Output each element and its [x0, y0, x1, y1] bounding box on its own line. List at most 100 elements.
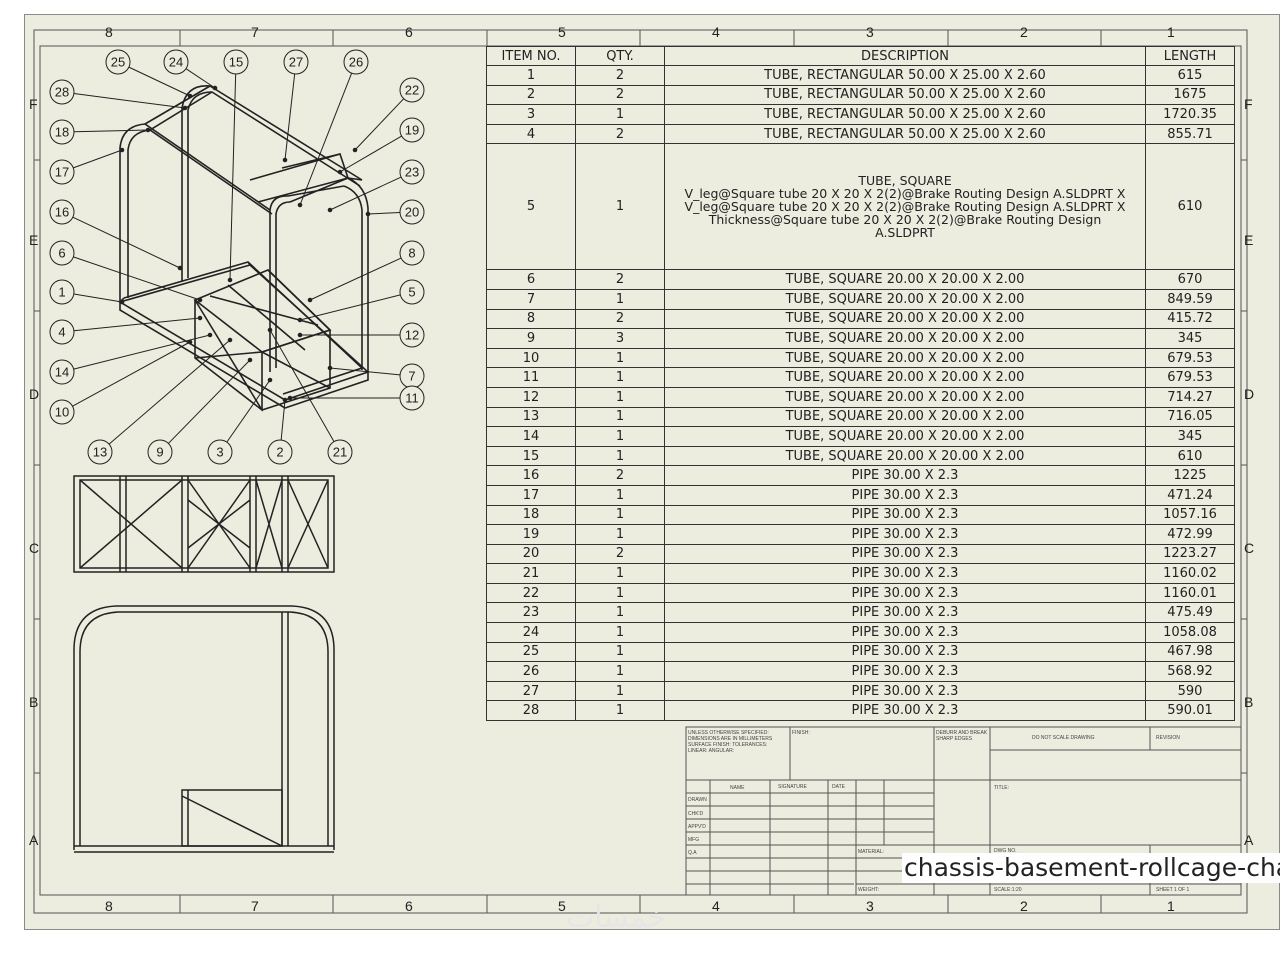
balloon-item-24: 24: [163, 49, 218, 91]
balloon-item-4: 4: [49, 315, 203, 345]
signature-label: SIGNATURE: [778, 784, 807, 790]
bom-qty: 2: [575, 308, 665, 330]
leader-line: [73, 93, 186, 109]
bom-description: PIPE 30.00 X 2.3: [664, 700, 1146, 722]
zone-row-label: E: [1244, 232, 1254, 248]
zone-column-label: 7: [251, 24, 259, 40]
leader-arrowhead: [307, 297, 313, 303]
bom-item-no: 26: [486, 661, 576, 682]
bom-description-line: A.SLDPRT: [875, 225, 935, 241]
general-note: UNLESS OTHERWISE SPECIFIED: DIMENSIONS A…: [688, 730, 773, 754]
leader-line: [226, 379, 271, 443]
leader-arrowhead: [282, 397, 288, 403]
bom-description-line: V_leg@Square tube 20 X 20 X 2(2)@Brake R…: [684, 186, 1126, 202]
chkd-label: CHK'D: [688, 811, 704, 817]
bom-qty: 1: [575, 386, 665, 408]
bom-item-no: 27: [486, 680, 576, 702]
balloon-number: 7: [408, 369, 415, 384]
balloon-circle: [327, 439, 353, 465]
balloon-circle: [49, 79, 75, 105]
dwg-no-label: DWG NO.: [994, 848, 1017, 854]
leader-arrowhead: [197, 315, 203, 321]
bom-item-no: 11: [486, 367, 576, 388]
bom-qty: 1: [575, 445, 665, 467]
balloon-circle: [49, 199, 75, 225]
bom-qty: 1: [575, 563, 665, 584]
zone-column-label: 5: [558, 898, 566, 914]
bom-item-no: 7: [486, 288, 576, 310]
balloon-item-21: 21: [267, 327, 353, 465]
leader-line: [280, 399, 286, 441]
balloon-item-15: 15: [223, 49, 249, 283]
zone-row-label: A: [29, 832, 39, 848]
bom-qty: 1: [575, 406, 665, 428]
zone-column-label: 1: [1167, 898, 1175, 914]
balloon-circle: [399, 385, 425, 411]
bom-header-qty: QTY.: [575, 46, 665, 66]
balloon-circle: [87, 439, 113, 465]
bom-description: TUBE, SQUARE 20.00 X 20.00 X 2.00: [664, 386, 1146, 408]
balloon-number: 27: [289, 55, 303, 70]
leader-arrowhead: [327, 207, 333, 213]
leader-arrowhead: [267, 327, 273, 333]
balloon-number: 12: [405, 328, 419, 343]
bom-item-no: 18: [486, 504, 576, 526]
bom-qty: 1: [575, 347, 665, 369]
balloon-circle: [49, 399, 75, 425]
leader-line: [128, 66, 191, 97]
balloon-number: 11: [405, 391, 419, 406]
zone-column-label: 8: [105, 24, 113, 40]
balloon-item-12: 12: [297, 322, 425, 348]
bom-description: TUBE, SQUARE 20.00 X 20.00 X 2.00: [664, 269, 1146, 290]
balloon-circle: [399, 159, 425, 185]
bom-qty: 1: [575, 288, 665, 310]
leader-line: [168, 359, 251, 444]
bom-item-no: 5: [486, 143, 576, 271]
leader-line: [73, 334, 211, 370]
balloon-number: 26: [349, 55, 363, 70]
bom-item-no: 9: [486, 328, 576, 349]
bom-qty: 1: [575, 661, 665, 682]
bom-qty: 1: [575, 582, 665, 604]
bom-length: 471.24: [1145, 484, 1235, 506]
zone-row-label: E: [29, 232, 39, 248]
balloon-number: 13: [93, 445, 107, 460]
balloon-item-2: 2: [267, 397, 293, 465]
bom-item-no: 24: [486, 622, 576, 643]
leader-line: [339, 135, 402, 173]
leader-line: [73, 293, 123, 303]
bom-item-no: 21: [486, 563, 576, 584]
balloon-item-10: 10: [49, 339, 193, 425]
balloon-item-28: 28: [49, 79, 188, 111]
balloon-item-7: 7: [327, 363, 425, 389]
bom-description: TUBE, RECTANGULAR 50.00 X 25.00 X 2.60: [664, 104, 1146, 125]
bom-length: 1057.16: [1145, 504, 1235, 526]
balloon-item-19: 19: [337, 117, 425, 175]
zone-column-label: 4: [712, 898, 720, 914]
balloon-circle: [49, 359, 75, 385]
balloon-item-25: 25: [105, 49, 193, 99]
bom-qty: 2: [575, 65, 665, 86]
bom-description: TUBE, SQUARE 20.00 X 20.00 X 2.00: [664, 406, 1146, 428]
leader-arrowhead: [227, 277, 233, 283]
bom-item-no: 17: [486, 484, 576, 506]
balloon-number: 4: [58, 325, 65, 340]
leader-line: [354, 98, 405, 151]
bom-description: TUBE, SQUARE 20.00 X 20.00 X 2.00: [664, 426, 1146, 447]
leader-line: [229, 73, 237, 281]
bom-description: PIPE 30.00 X 2.3: [664, 504, 1146, 526]
appvd-label: APPV'D: [688, 824, 706, 830]
bom-item-no: 10: [486, 347, 576, 369]
balloon-item-26: 26: [297, 49, 369, 208]
bom-item-no: 12: [486, 386, 576, 408]
name-label: NAME: [730, 785, 745, 791]
balloon-item-1: 1: [49, 279, 125, 305]
